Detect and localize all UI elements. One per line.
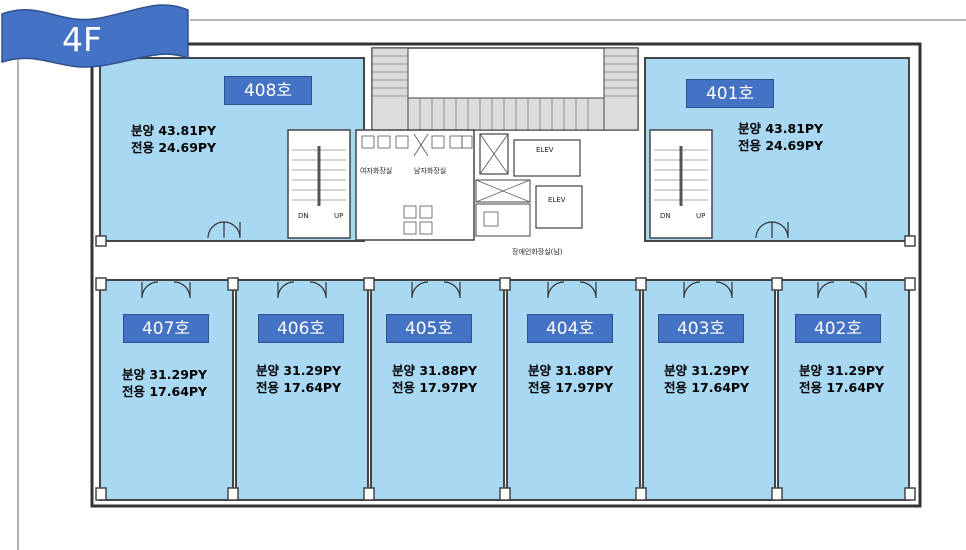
elevator-1-label: ELEV bbox=[536, 146, 554, 154]
unit-tag-401: 401호 bbox=[686, 79, 774, 108]
sale-area-403: 분양 31.29PY bbox=[664, 363, 750, 378]
exclusive-area-404: 전용 17.97PY bbox=[528, 380, 614, 395]
exclusive-area-408: 전용 24.69PY bbox=[131, 140, 217, 155]
exclusive-area-403: 전용 17.64PY bbox=[664, 380, 750, 395]
restroom-female-label: 여자화장실 bbox=[360, 167, 393, 175]
exclusive-area-405: 전용 17.97PY bbox=[392, 380, 478, 395]
sale-area-406: 분양 31.29PY bbox=[256, 363, 342, 378]
unit-tag-405: 405호 bbox=[386, 314, 472, 343]
unit-tag-407: 407호 bbox=[123, 314, 209, 343]
sale-area-402: 분양 31.29PY bbox=[799, 363, 885, 378]
exclusive-area-401: 전용 24.69PY bbox=[738, 138, 824, 153]
elevator-2 bbox=[535, 185, 583, 229]
floor-flag-shape bbox=[1, 4, 189, 68]
elevator-1 bbox=[513, 139, 581, 177]
floor-label: 4F bbox=[62, 20, 102, 59]
area-401: 분양 43.81PY 전용 24.69PY bbox=[738, 120, 823, 154]
exclusive-area-406: 전용 17.64PY bbox=[256, 380, 342, 395]
disabled-restroom bbox=[475, 203, 531, 237]
area-403: 분양 31.29PY 전용 17.64PY bbox=[664, 362, 749, 396]
area-402: 분양 31.29PY 전용 17.64PY bbox=[799, 362, 884, 396]
area-406: 분양 31.29PY 전용 17.64PY bbox=[256, 362, 341, 396]
unit-tag-404: 404호 bbox=[527, 314, 613, 343]
disabled-restroom-label: 장애인화장실(남) bbox=[512, 248, 563, 256]
sale-area-407: 분양 31.29PY bbox=[122, 367, 208, 382]
stair-right-up: UP bbox=[696, 212, 706, 220]
exclusive-area-402: 전용 17.64PY bbox=[799, 380, 885, 395]
area-404: 분양 31.88PY 전용 17.97PY bbox=[528, 362, 613, 396]
stair-right-dn: DN bbox=[660, 212, 671, 220]
sale-area-401: 분양 43.81PY bbox=[738, 121, 824, 136]
exclusive-area-407: 전용 17.64PY bbox=[122, 384, 208, 399]
sale-area-405: 분양 31.88PY bbox=[392, 363, 478, 378]
sale-area-408: 분양 43.81PY bbox=[131, 123, 217, 138]
sale-area-404: 분양 31.88PY bbox=[528, 363, 614, 378]
area-407: 분양 31.29PY 전용 17.64PY bbox=[122, 366, 207, 400]
unit-tag-406: 406호 bbox=[258, 314, 344, 343]
unit-tag-403: 403호 bbox=[658, 314, 744, 343]
stair-left-dn: DN bbox=[298, 212, 309, 220]
elevator-2-label: ELEV bbox=[548, 196, 566, 204]
area-408: 분양 43.81PY 전용 24.69PY bbox=[131, 122, 216, 156]
unit-tag-408: 408호 bbox=[224, 76, 312, 105]
restroom-male-label: 남자화장실 bbox=[414, 167, 447, 175]
stair-left-up: UP bbox=[334, 212, 344, 220]
area-405: 분양 31.88PY 전용 17.97PY bbox=[392, 362, 477, 396]
unit-tag-402: 402호 bbox=[795, 314, 881, 343]
